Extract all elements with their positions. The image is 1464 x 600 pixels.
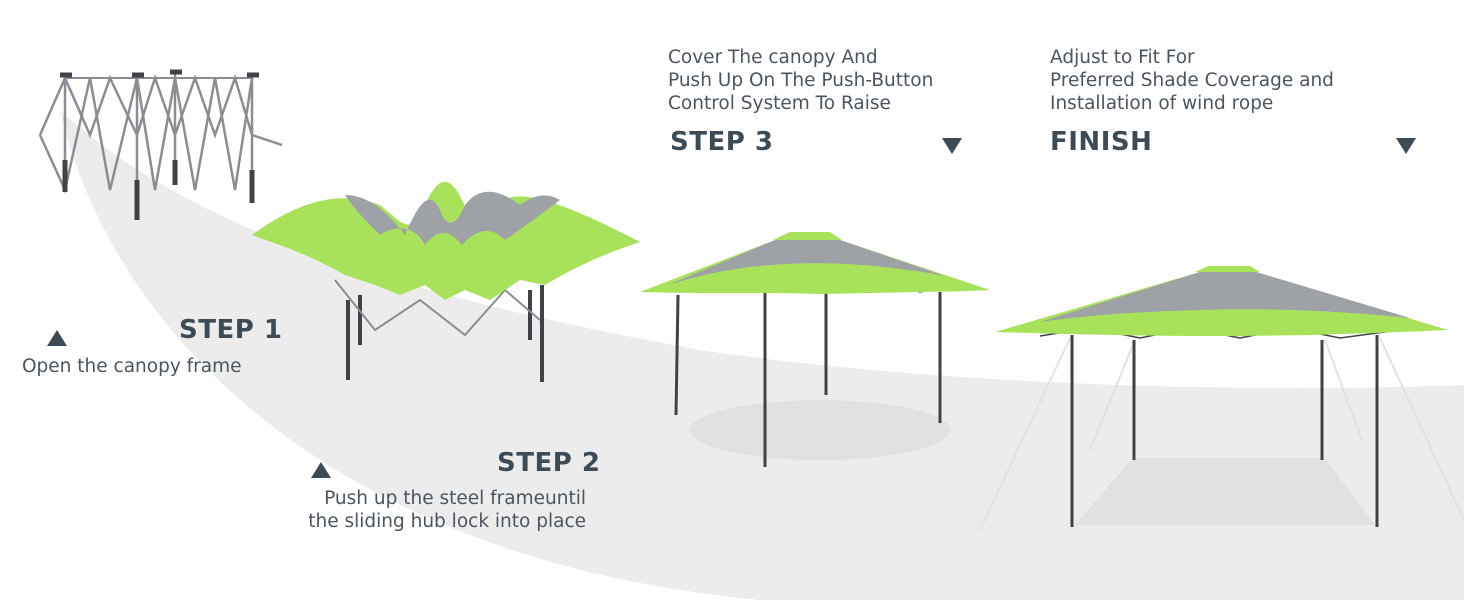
step-3-description: Cover The canopy And Push Up On The Push…	[668, 47, 934, 114]
finish-title: FINISH	[1050, 127, 1153, 157]
step-1-description: Open the canopy frame	[22, 356, 242, 377]
step-2-description: Push up the steel frameuntil the sliding…	[308, 488, 586, 532]
step-2-title: STEP 2	[497, 448, 601, 478]
up-triangle-icon	[47, 330, 67, 346]
raised-canopy-image	[640, 232, 990, 467]
down-triangle-icon	[1396, 138, 1416, 154]
background-swoosh	[60, 110, 1464, 600]
finished-canopy-image	[979, 266, 1464, 531]
up-triangle-icon	[311, 462, 331, 478]
folded-frame-image	[38, 69, 283, 220]
down-triangle-icon	[942, 138, 962, 154]
finish-description: Adjust to Fit For Preferred Shade Covera…	[1050, 47, 1334, 114]
step-1-title: STEP 1	[179, 315, 283, 345]
step-3-title: STEP 3	[670, 127, 774, 157]
partially-raised-canopy-image	[252, 181, 640, 382]
